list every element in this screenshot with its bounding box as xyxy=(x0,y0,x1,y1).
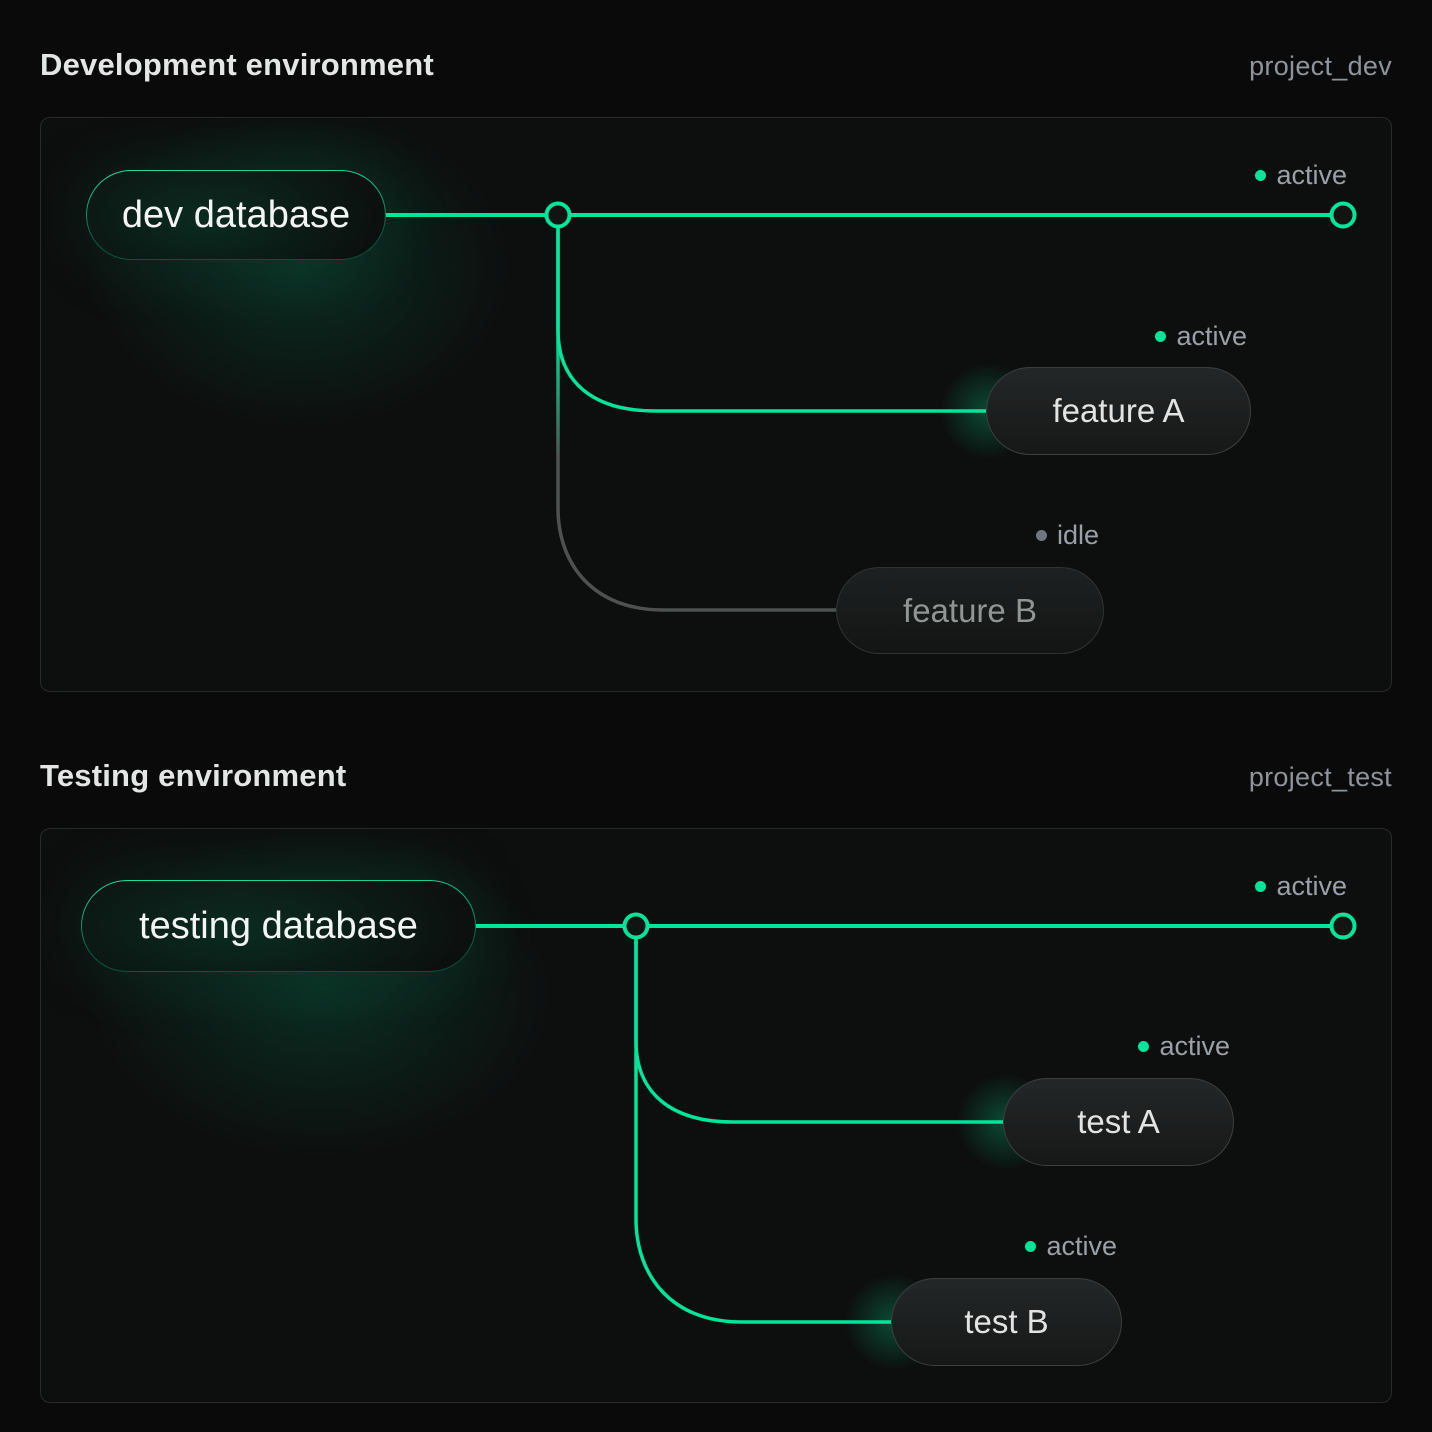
status-text: active xyxy=(1046,1231,1117,1261)
status-dot xyxy=(1025,1241,1037,1252)
status-dot xyxy=(1155,331,1167,342)
status-text: active xyxy=(1276,160,1347,190)
development-environment-panel: dev database feature A feature B active … xyxy=(40,117,1392,692)
feature-b-status: idle xyxy=(1035,520,1099,551)
test-b-label: test B xyxy=(964,1303,1049,1340)
main-branch-status: active xyxy=(1255,160,1347,191)
testing-environment-header: Testing environment project_test xyxy=(40,751,1392,794)
development-environment-header: Development environment project_dev xyxy=(40,40,1392,83)
development-environment-section: Development environment project_dev xyxy=(40,40,1392,692)
dev-branch-graph xyxy=(386,201,1357,612)
test-branch-graph xyxy=(476,912,1357,1324)
test-a-branch-line xyxy=(634,926,1003,1124)
status-text: active xyxy=(1159,1031,1230,1061)
main-branch-endpoint-node xyxy=(1329,912,1357,940)
status-dot xyxy=(1255,881,1267,892)
feature-a-label: feature A xyxy=(1052,392,1185,429)
branch-point-node xyxy=(622,912,650,940)
main-branch-endpoint-node xyxy=(1329,201,1357,229)
project-label: project_dev xyxy=(1249,51,1392,81)
status-text: idle xyxy=(1056,520,1099,550)
status-dot xyxy=(1138,1041,1150,1052)
feature-a-status: active xyxy=(1155,321,1247,352)
section-title: Testing environment xyxy=(40,758,347,793)
status-dot xyxy=(1035,530,1047,541)
feature-b-label: feature B xyxy=(903,591,1037,629)
testing-database-label: testing database xyxy=(139,904,418,947)
project-label: project_test xyxy=(1248,762,1392,792)
test-a-status: active xyxy=(1138,1031,1230,1062)
main-branch-status: active xyxy=(1255,871,1347,902)
testing-database-node[interactable]: testing database xyxy=(81,880,476,972)
status-text: active xyxy=(1176,321,1247,351)
test-a-node[interactable]: test A xyxy=(1003,1078,1234,1166)
status-dot xyxy=(1255,170,1267,181)
dev-database-node[interactable]: dev database xyxy=(86,170,386,260)
status-text: active xyxy=(1276,871,1347,901)
testing-environment-section: Testing environment project_test testing… xyxy=(40,751,1392,1403)
test-b-status: active xyxy=(1025,1231,1117,1262)
feature-b-node[interactable]: feature B xyxy=(836,567,1104,654)
branch-point-node xyxy=(544,201,572,229)
test-a-label: test A xyxy=(1077,1103,1160,1140)
test-b-branch-line xyxy=(634,926,891,1324)
test-b-node[interactable]: test B xyxy=(891,1278,1122,1366)
testing-environment-panel: testing database test A test B active ac… xyxy=(40,828,1392,1403)
feature-a-node[interactable]: feature A xyxy=(986,367,1251,455)
dev-database-label: dev database xyxy=(121,193,351,236)
feature-b-branch-line xyxy=(556,215,836,612)
feature-a-branch-line xyxy=(556,215,986,413)
section-title: Development environment xyxy=(40,47,434,82)
